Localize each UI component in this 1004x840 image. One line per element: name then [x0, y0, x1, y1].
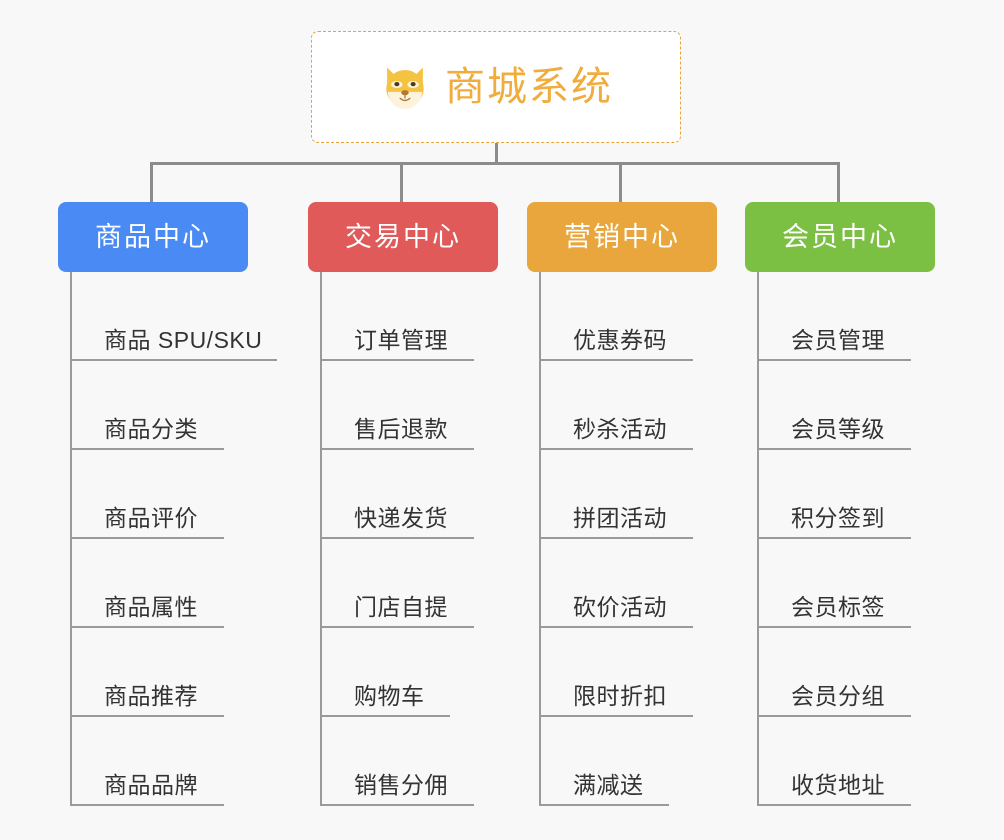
list-item[interactable]: 购物车 — [322, 628, 498, 717]
leaf-underline — [759, 626, 911, 628]
leaf-underline — [72, 626, 224, 628]
leaf-underline — [541, 359, 693, 361]
list-item[interactable]: 拼团活动 — [541, 450, 717, 539]
branch-column-3: 营销中心 优惠券码 秒杀活动 拼团活动 砍价活动 限时折扣 — [527, 202, 717, 806]
category-header-2[interactable]: 交易中心 — [308, 202, 498, 272]
list-item[interactable]: 门店自提 — [322, 539, 498, 628]
leaf-underline — [759, 537, 911, 539]
list-item[interactable]: 会员标签 — [759, 539, 935, 628]
leaf-label: 拼团活动 — [573, 505, 667, 531]
list-item[interactable]: 满减送 — [541, 717, 717, 806]
list-item[interactable]: 快递发货 — [322, 450, 498, 539]
leaf-label: 商品推荐 — [104, 683, 198, 709]
list-item[interactable]: 会员管理 — [759, 272, 935, 361]
leaf-underline — [759, 448, 911, 450]
leaf-label: 会员等级 — [791, 416, 885, 442]
leaf-underline — [541, 804, 669, 806]
leaf-label: 会员分组 — [791, 683, 885, 709]
connector-drop-4 — [837, 162, 840, 202]
list-item[interactable]: 会员分组 — [759, 628, 935, 717]
leaf-label: 商品评价 — [104, 505, 198, 531]
leaf-label: 快递发货 — [354, 505, 448, 531]
leaf-label: 售后退款 — [354, 416, 448, 442]
category-title-3: 营销中心 — [564, 221, 680, 252]
leaf-label: 积分签到 — [791, 505, 885, 531]
leaf-label: 商品分类 — [104, 416, 198, 442]
list-item[interactable]: 销售分佣 — [322, 717, 498, 806]
connector-drop-1 — [150, 162, 153, 202]
leaf-label: 商品品牌 — [104, 772, 198, 798]
leaf-underline — [541, 448, 693, 450]
list-item[interactable]: 商品 SPU/SKU — [72, 272, 277, 361]
dog-face-icon — [379, 61, 431, 113]
category-header-1[interactable]: 商品中心 — [58, 202, 248, 272]
list-item[interactable]: 商品属性 — [72, 539, 248, 628]
leaf-label: 收货地址 — [791, 772, 885, 798]
leaf-underline — [541, 715, 693, 717]
list-item[interactable]: 商品分类 — [72, 361, 248, 450]
leaf-underline — [541, 537, 693, 539]
leaf-underline — [72, 537, 224, 539]
leaf-label: 砍价活动 — [573, 594, 667, 620]
root-title: 商城系统 — [445, 65, 613, 109]
category-title-1: 商品中心 — [95, 221, 211, 252]
category-header-3[interactable]: 营销中心 — [527, 202, 717, 272]
leaf-label: 会员管理 — [791, 327, 885, 353]
leaf-underline — [72, 359, 277, 361]
leaf-label: 满减送 — [573, 772, 644, 798]
leaf-label: 销售分佣 — [354, 772, 448, 798]
leaf-label: 秒杀活动 — [573, 416, 667, 442]
leaf-underline — [541, 626, 693, 628]
list-item[interactable]: 收货地址 — [759, 717, 935, 806]
leaf-underline — [322, 715, 450, 717]
leaf-underline — [72, 448, 224, 450]
category-title-2: 交易中心 — [345, 221, 461, 252]
leaf-underline — [322, 448, 474, 450]
list-item[interactable]: 订单管理 — [322, 272, 498, 361]
leaf-underline — [322, 537, 474, 539]
leaf-label: 限时折扣 — [573, 683, 667, 709]
leaf-underline — [759, 804, 911, 806]
leaf-label: 优惠券码 — [573, 327, 667, 353]
list-item[interactable]: 秒杀活动 — [541, 361, 717, 450]
list-item[interactable]: 商品品牌 — [72, 717, 248, 806]
list-item[interactable]: 积分签到 — [759, 450, 935, 539]
list-item[interactable]: 会员等级 — [759, 361, 935, 450]
leaf-underline — [72, 715, 224, 717]
leaf-underline — [72, 804, 224, 806]
list-item[interactable]: 限时折扣 — [541, 628, 717, 717]
leaf-label: 订单管理 — [354, 327, 448, 353]
list-item[interactable]: 商品推荐 — [72, 628, 248, 717]
list-item[interactable]: 售后退款 — [322, 361, 498, 450]
leaf-label: 商品 SPU/SKU — [104, 327, 263, 353]
branch-column-2: 交易中心 订单管理 售后退款 快递发货 门店自提 购物车 — [308, 202, 498, 806]
connector-drop-3 — [619, 162, 622, 202]
branch-column-4: 会员中心 会员管理 会员等级 积分签到 会员标签 会员分组 — [745, 202, 935, 806]
leaf-underline — [759, 715, 911, 717]
leaf-label: 商品属性 — [104, 594, 198, 620]
leaf-underline — [322, 359, 474, 361]
connector-horizontal-bus — [150, 162, 839, 165]
leaf-list-1: 商品 SPU/SKU 商品分类 商品评价 商品属性 商品推荐 商品品牌 — [70, 272, 277, 806]
root-node[interactable]: 商城系统 — [311, 31, 681, 143]
leaf-list-3: 优惠券码 秒杀活动 拼团活动 砍价活动 限时折扣 满减送 — [539, 272, 717, 806]
leaf-underline — [322, 804, 474, 806]
category-header-4[interactable]: 会员中心 — [745, 202, 935, 272]
list-item[interactable]: 砍价活动 — [541, 539, 717, 628]
leaf-underline — [322, 626, 474, 628]
leaf-list-4: 会员管理 会员等级 积分签到 会员标签 会员分组 收货地址 — [757, 272, 935, 806]
leaf-underline — [759, 359, 911, 361]
leaf-label: 会员标签 — [791, 594, 885, 620]
branch-column-1: 商品中心 商品 SPU/SKU 商品分类 商品评价 商品属性 商品推荐 — [58, 202, 277, 806]
connector-drop-2 — [400, 162, 403, 202]
leaf-label: 门店自提 — [354, 594, 448, 620]
leaf-label: 购物车 — [354, 683, 425, 709]
list-item[interactable]: 商品评价 — [72, 450, 248, 539]
connector-root-stem — [495, 143, 498, 164]
leaf-list-2: 订单管理 售后退款 快递发货 门店自提 购物车 销售分佣 — [320, 272, 498, 806]
list-item[interactable]: 优惠券码 — [541, 272, 717, 361]
category-title-4: 会员中心 — [782, 221, 898, 252]
